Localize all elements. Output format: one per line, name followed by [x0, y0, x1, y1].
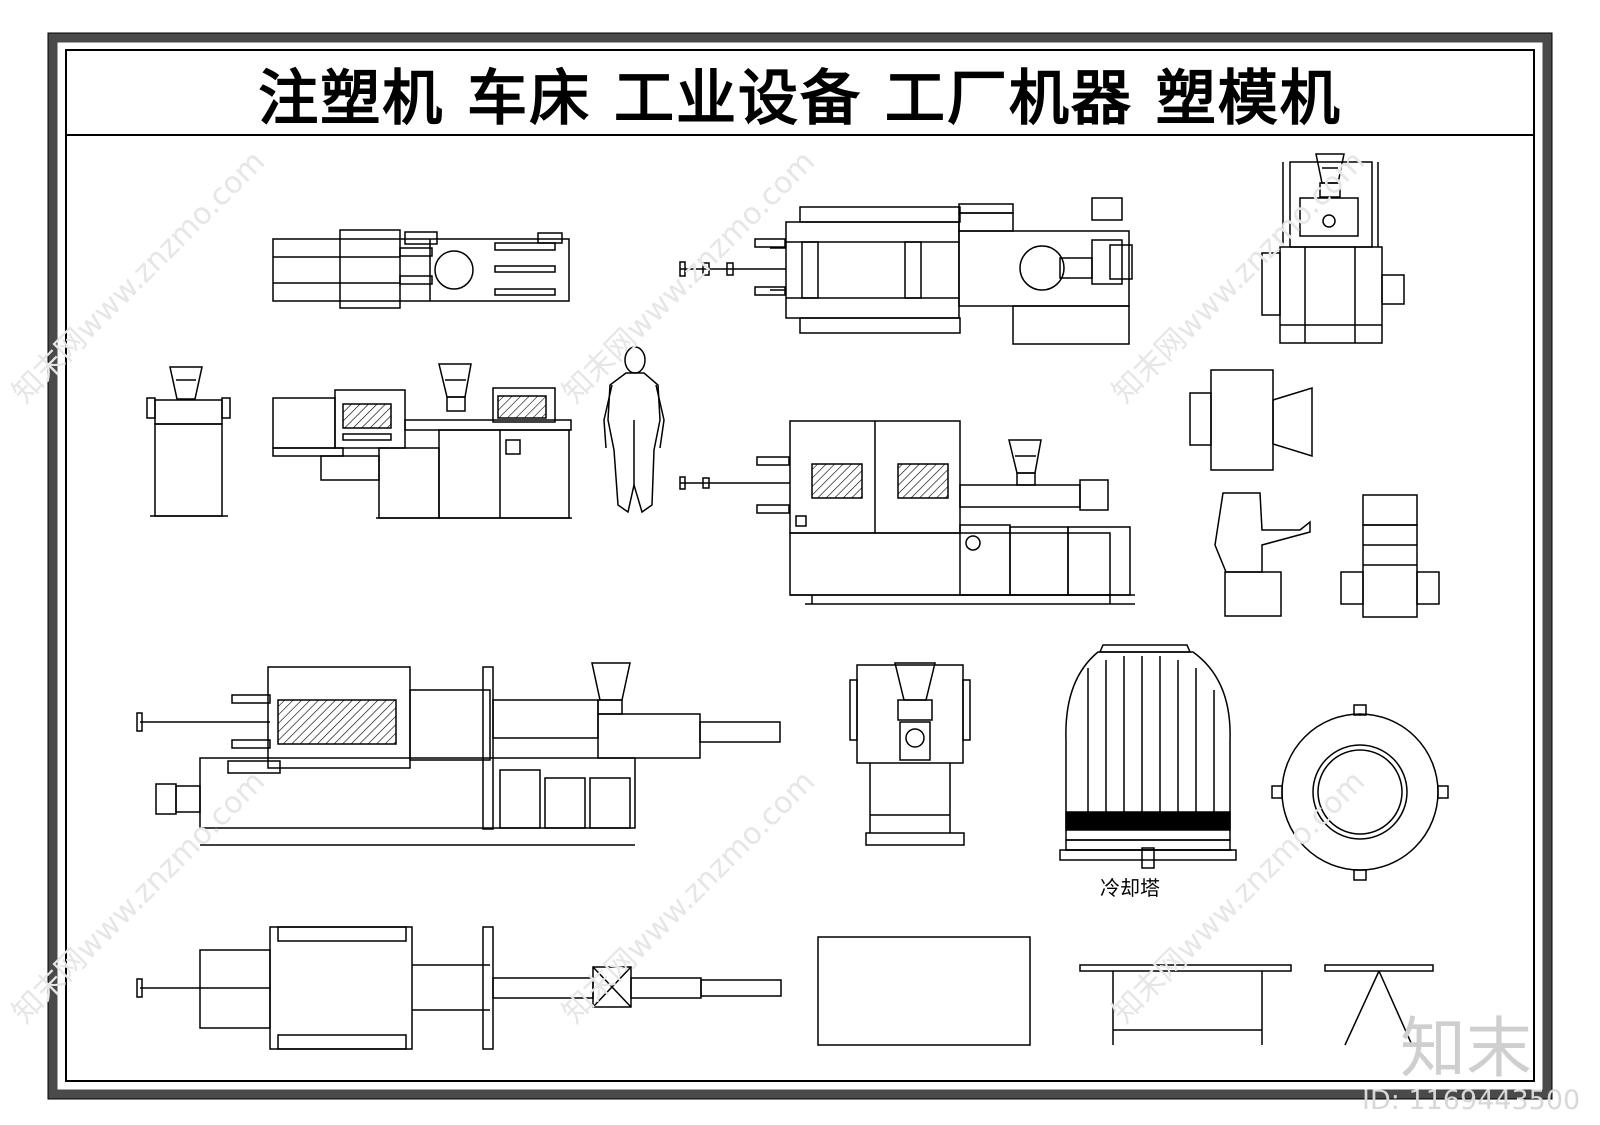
cooling-tower [1059, 644, 1237, 869]
rectangle-panel [817, 936, 1031, 1046]
drawing-title: 注塑机 车床 工业设备 工厂机器 塑模机 [258, 64, 1342, 134]
extruder-unit-front [849, 662, 971, 846]
human-figure-scale [603, 346, 665, 514]
brand-logo: 知末 [1400, 1010, 1532, 1087]
component-top-right-c [1340, 494, 1440, 618]
a-frame-stand [1324, 964, 1434, 1046]
machine-front-top-right [1261, 153, 1405, 344]
sheet-frame [47, 32, 1553, 1100]
image-id-label: ID: 1169443500 [1362, 1085, 1581, 1116]
injection-machine-top-small [272, 229, 570, 309]
injection-machine-mid-large [679, 420, 1135, 605]
work-table [1079, 964, 1292, 1045]
component-top-right-b [1214, 492, 1311, 617]
injection-machine-bottom-plan [136, 926, 782, 1050]
component-top-right-a [1189, 369, 1313, 471]
injection-machine-bottom-elevation [136, 662, 781, 846]
small-machine-side [146, 366, 231, 517]
injection-machine-top-large [679, 197, 1133, 345]
cooling-tower-label: 冷却塔 [1100, 876, 1160, 900]
injection-machine-mid-left [272, 363, 572, 519]
round-equipment-plan [1271, 704, 1449, 881]
